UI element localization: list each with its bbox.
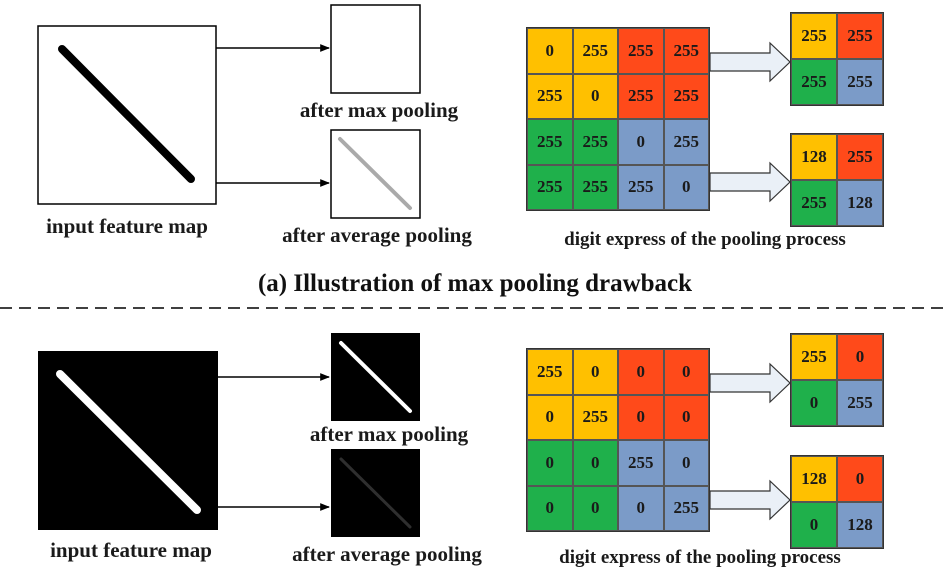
grid-cell: 0 [837, 456, 883, 502]
grid-cell: 0 [618, 349, 664, 395]
grid-cell: 255 [791, 13, 837, 59]
block-arrow-avg-a [709, 161, 791, 203]
grid-cell: 255 [791, 334, 837, 380]
block-arrow-max-b [709, 362, 791, 404]
input-feature-map-label-b: input feature map [50, 538, 212, 562]
avg-diagonal-line-b [339, 457, 412, 529]
grid-cell: 0 [572, 485, 618, 531]
grid-cell: 255 [527, 349, 573, 395]
grid-cell: 128 [791, 134, 837, 180]
grid-cell: 0 [527, 440, 573, 486]
grid-cell: 255 [837, 380, 883, 426]
input-feature-map-label-a: input feature map [46, 214, 208, 238]
grid-cell: 255 [837, 13, 883, 59]
max-diagonal-line-b [339, 341, 412, 413]
digit-express-label-a: digit express of the pooling process [564, 229, 846, 250]
grid-cell: 0 [663, 394, 709, 440]
avg-pooling-label-b: after average pooling [292, 542, 482, 566]
grid-cell: 0 [663, 440, 709, 486]
grid-cell: 0 [572, 349, 618, 395]
grid-cell: 255 [527, 119, 573, 165]
grid-cell: 255 [572, 164, 618, 210]
max-pooling-label-a: after max pooling [299, 98, 459, 122]
grid-cell: 0 [663, 164, 709, 210]
grid-cell: 255 [527, 73, 573, 119]
grid-cell: 255 [618, 28, 664, 74]
grid-cell: 255 [527, 164, 573, 210]
panel-a-caption: (a) Illustration of max pooling drawback [257, 270, 693, 297]
grid-cell: 255 [663, 485, 709, 531]
grid-cell: 255 [572, 28, 618, 74]
grid-cell: 0 [618, 394, 664, 440]
grid-cell: 0 [527, 28, 573, 74]
block-arrow-max-a [709, 41, 791, 83]
grid-cell: 255 [663, 73, 709, 119]
grid-cell: 255 [791, 59, 837, 105]
grid-cell: 128 [837, 180, 883, 226]
grid-cell: 0 [791, 380, 837, 426]
grid-cell: 0 [572, 73, 618, 119]
diagonal-line-b [56, 370, 201, 514]
grid-cell: 0 [791, 502, 837, 548]
grid-cell: 128 [791, 456, 837, 502]
avg-diagonal-line-a [338, 137, 412, 210]
grid-cell: 0 [572, 440, 618, 486]
max-pooling-label-b: after max pooling [309, 422, 469, 446]
digit-express-label-b: digit express of the pooling process [559, 547, 841, 568]
grid-cell: 255 [618, 164, 664, 210]
max-pool-output-a [330, 4, 421, 94]
grid-cell: 255 [618, 440, 664, 486]
grid-cell: 255 [663, 28, 709, 74]
block-arrow-avg-b [709, 479, 791, 521]
grid-cell: 255 [618, 73, 664, 119]
grid-cell: 0 [618, 485, 664, 531]
diagonal-line-a [58, 45, 195, 183]
grid-cell: 255 [663, 119, 709, 165]
avg-pooling-label-a: after average pooling [282, 223, 472, 247]
grid-cell: 0 [527, 394, 573, 440]
grid-cell: 128 [837, 502, 883, 548]
grid-cell: 0 [663, 349, 709, 395]
grid-cell: 255 [572, 119, 618, 165]
grid-cell: 255 [791, 180, 837, 226]
grid-cell: 0 [837, 334, 883, 380]
grid-cell: 255 [572, 394, 618, 440]
grid-cell: 255 [837, 59, 883, 105]
grid-cell: 0 [618, 119, 664, 165]
grid-cell: 255 [837, 134, 883, 180]
grid-cell: 0 [527, 485, 573, 531]
